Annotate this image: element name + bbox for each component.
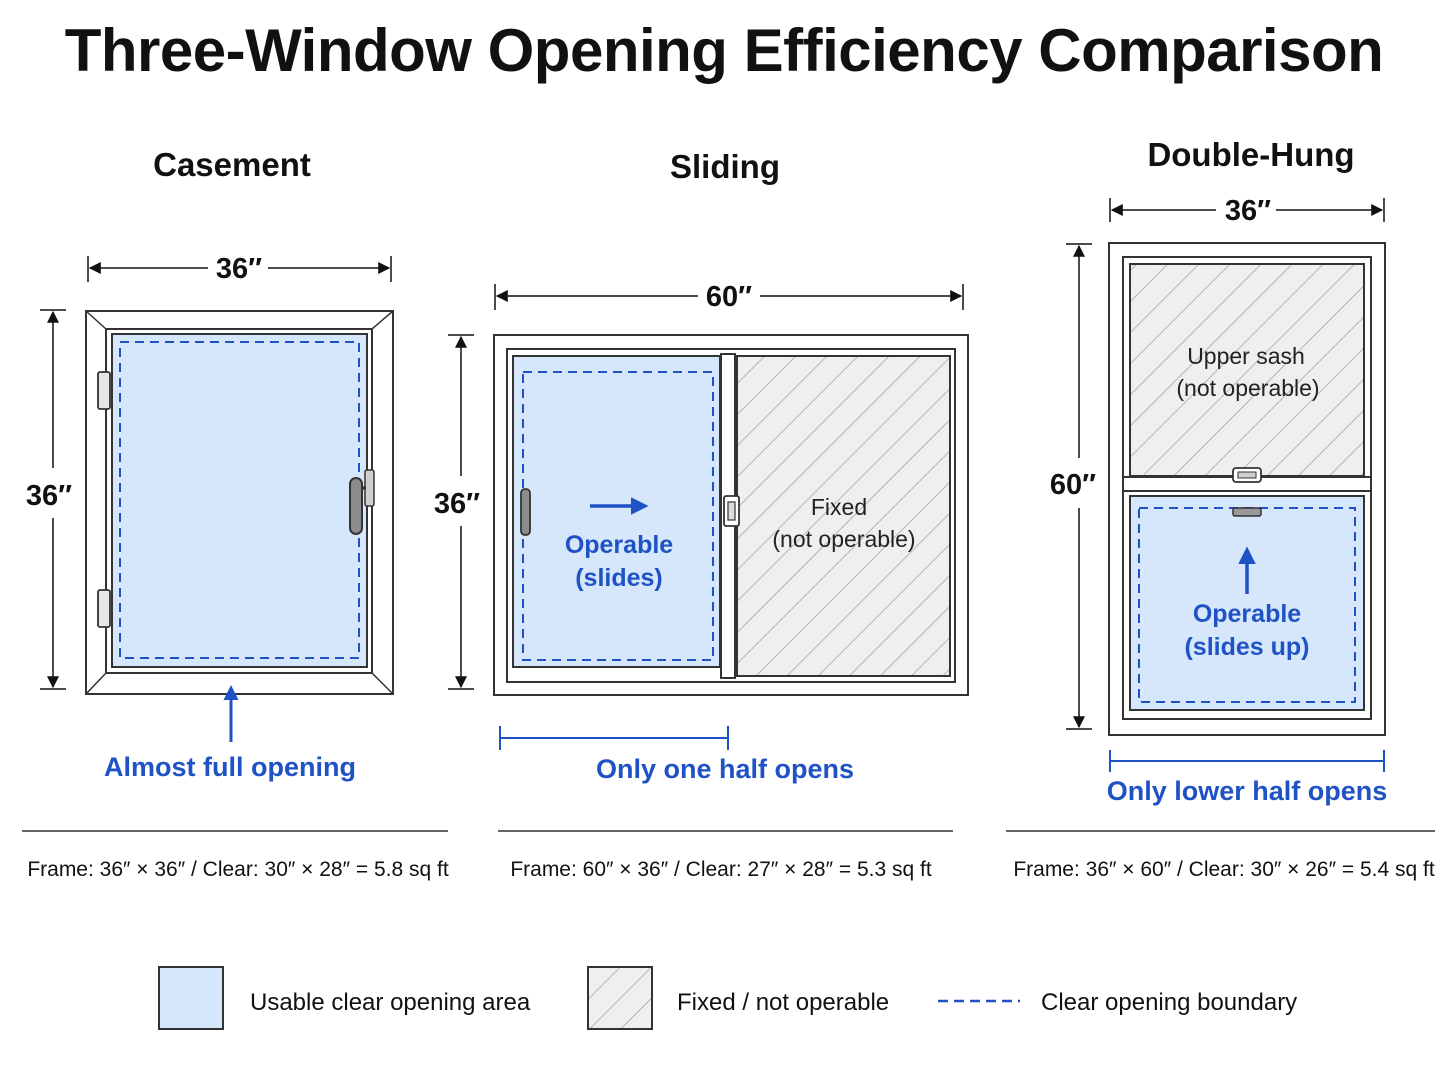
lift-handle-icon — [1232, 507, 1262, 517]
sliding-width-label: 60″ — [706, 281, 752, 313]
sliding-spec: Frame: 60″ × 36″ / Clear: 27″ × 28″ = 5.… — [510, 858, 932, 881]
sliding-window-group: Sliding 60″ 36″ — [434, 148, 969, 881]
casement-handle-icon — [349, 469, 375, 535]
casement-height-dimension: 36″ — [26, 309, 72, 690]
sliding-title: Sliding — [670, 148, 780, 185]
sliding-height-dimension: 36″ — [434, 334, 480, 690]
sash-lock-icon — [1232, 467, 1262, 483]
double-hung-upper-sash — [1129, 263, 1365, 477]
double-hung-width-label: 36″ — [1225, 195, 1271, 227]
double-hung-bracket — [1109, 750, 1385, 772]
double-hung-operable-sub: (slides up) — [1184, 633, 1309, 661]
sliding-operable-label: Operable — [565, 531, 673, 559]
legend-usable-label: Usable clear opening area — [250, 989, 531, 1016]
sliding-fixed-pane — [736, 355, 951, 677]
double-hung-upper-sub: (not operable) — [1176, 375, 1319, 401]
double-hung-spec: Frame: 36″ × 60″ / Clear: 30″ × 26″ = 5.… — [1013, 858, 1435, 881]
sliding-usable-area — [512, 355, 721, 668]
casement-height-label: 36″ — [26, 480, 72, 512]
sliding-caption: Only one half opens — [596, 754, 854, 784]
casement-width-dimension: 36″ — [87, 253, 392, 285]
double-hung-height-label: 60″ — [1050, 469, 1096, 501]
double-hung-width-dimension: 36″ — [1109, 195, 1385, 227]
legend-fixed-swatch — [587, 966, 653, 1030]
casement-spec: Frame: 36″ × 36″ / Clear: 30″ × 28″ = 5.… — [27, 858, 449, 881]
casement-window-group: Casement 36″ 36″ — [22, 146, 449, 881]
casement-usable-area — [111, 333, 368, 668]
casement-caption: Almost full opening — [104, 752, 356, 782]
double-hung-height-dimension: 60″ — [1050, 243, 1096, 730]
sliding-width-dimension: 60″ — [494, 281, 964, 313]
hinge-icon — [97, 371, 111, 410]
legend: Usable clear opening area Fixed / not op… — [158, 966, 1297, 1030]
legend-boundary-label: Clear opening boundary — [1041, 989, 1297, 1016]
sliding-fixed-sub: (not operable) — [772, 526, 915, 552]
legend-fixed-label: Fixed / not operable — [677, 989, 889, 1016]
double-hung-usable-area — [1129, 495, 1365, 711]
sliding-handle-icon — [520, 488, 531, 536]
sliding-latch-icon — [723, 495, 740, 527]
sliding-operable-sub: (slides) — [575, 564, 663, 592]
casement-width-label: 36″ — [216, 253, 262, 285]
hinge-icon — [97, 589, 111, 628]
double-hung-upper-label: Upper sash — [1187, 343, 1305, 369]
double-hung-operable-label: Operable — [1193, 600, 1301, 628]
double-hung-window-group: Double-Hung 36″ 60″ Upper sash (not oper… — [1006, 136, 1435, 881]
page-title: Three-Window Opening Efficiency Comparis… — [64, 17, 1384, 84]
sliding-height-label: 36″ — [434, 488, 480, 520]
sliding-fixed-label: Fixed — [811, 494, 867, 520]
double-hung-caption: Only lower half opens — [1107, 776, 1388, 806]
legend-usable-swatch — [158, 966, 224, 1030]
sliding-half-bracket — [499, 726, 729, 750]
casement-title: Casement — [153, 146, 311, 183]
double-hung-title: Double-Hung — [1147, 136, 1354, 173]
